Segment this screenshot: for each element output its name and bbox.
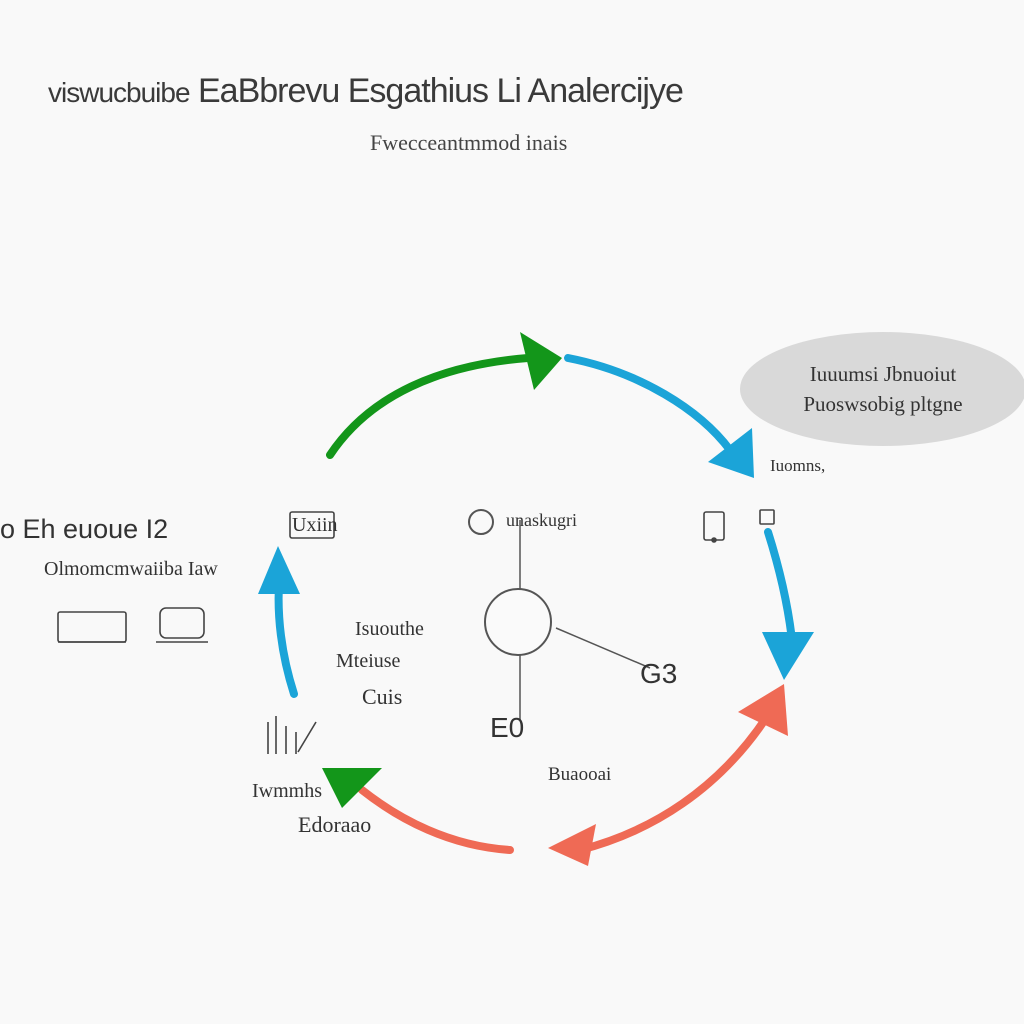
callout-line-1: Iuuumsi Jbnuoiut: [809, 362, 957, 386]
label-center-left-2: Mteiuse: [336, 650, 401, 672]
title-part-3: Li Analercijye: [496, 72, 684, 110]
blue-arc-right: [764, 528, 796, 644]
document-icon: [289, 511, 335, 539]
blue-arc-top-right: [564, 354, 734, 454]
red-arrowhead-lower: [548, 824, 596, 866]
red-arrowhead-upper: [738, 684, 788, 736]
hub-circle: [484, 588, 552, 656]
label-center-left-3: Cuis: [362, 684, 403, 709]
bar-chart-icon: [267, 716, 317, 754]
blue-arrowhead-left: [258, 546, 300, 594]
blue-arrowhead-top-right: [708, 428, 754, 478]
title-part-2: EaBbrevu Esgathius: [197, 72, 489, 110]
label-center-bottom: E0: [490, 712, 525, 743]
title-part-1: viswucbuibe: [48, 77, 191, 108]
green-arrowhead-top: [520, 332, 562, 390]
blue-arrowhead-right: [762, 632, 814, 680]
label-left-node: Uxiin: [292, 514, 338, 536]
hub-diagonal-line: [555, 627, 651, 669]
label-left-top: o Eh euoue I2: [0, 514, 169, 544]
phone-icon: [703, 511, 725, 543]
laptop-icon: [156, 607, 208, 643]
label-center-top: unaskugri: [506, 510, 577, 530]
label-bottom-center: Buaooai: [548, 764, 612, 785]
label-bottom-left-2: Edoraao: [298, 812, 372, 837]
red-arc-bottom-right: [576, 708, 774, 854]
label-right-top: Iuomns,: [770, 456, 826, 475]
monitor-icon: [57, 611, 127, 643]
green-arc-top: [326, 354, 532, 459]
diagram-title: viswucbuibe EaBbrevu Esgathius Li Analer…: [48, 72, 948, 111]
green-arrowhead-bottom-left: [322, 768, 382, 808]
label-center-right: G3: [640, 658, 678, 689]
label-center-left-1: Isuouthe: [355, 618, 424, 640]
callout-line-2: Puoswsobig pltgne: [803, 392, 963, 416]
label-bottom-left-1: Iwmmhs: [252, 780, 322, 802]
tablet-icon: [759, 509, 775, 525]
label-left-mid: Olmomcmwaiiba Iaw: [44, 558, 218, 580]
callout-bubble: Iuuumsi Jbnuoiut Puoswsobig pltgne: [740, 332, 1024, 446]
diagram-subtitle: Fwecceantmmod inais: [370, 130, 568, 155]
hub-top-small-circle: [468, 509, 494, 535]
red-arc-bottom-left: [358, 786, 514, 854]
